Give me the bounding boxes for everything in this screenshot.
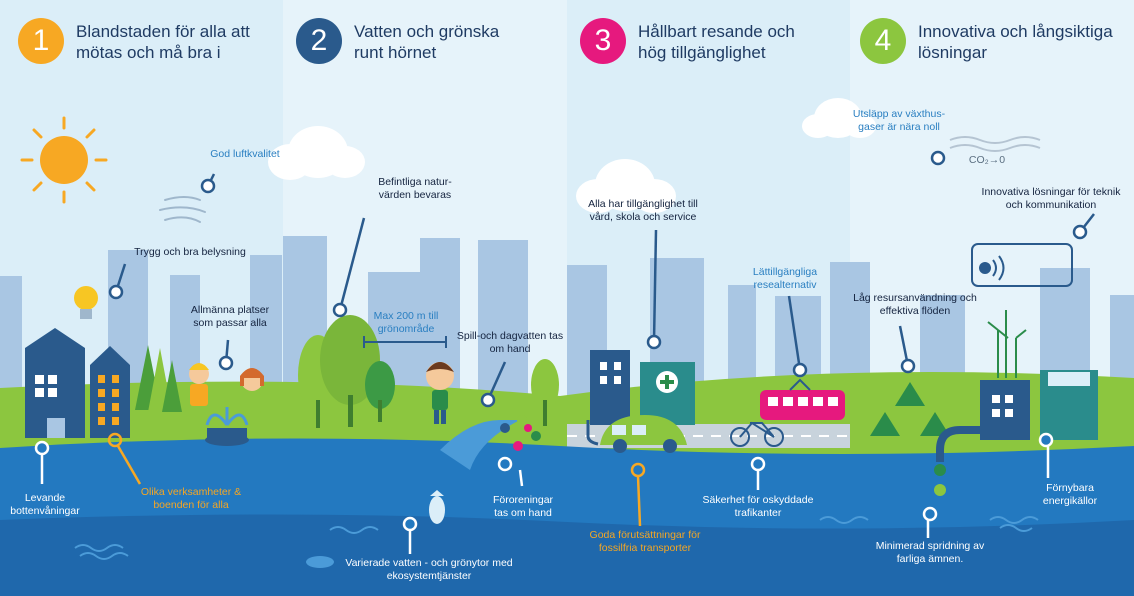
hospital-building — [590, 350, 695, 425]
factory — [980, 370, 1098, 440]
children — [189, 363, 264, 414]
label-verksamheter: Olika verksamheter & boenden för alla — [140, 486, 242, 511]
label-co2: CO₂→0 — [968, 154, 1006, 166]
fish-icon — [306, 490, 445, 568]
grass — [0, 372, 1134, 460]
distance-marker — [363, 336, 447, 348]
callout-pointers-orange — [107, 432, 646, 527]
cloud-icon — [268, 98, 876, 213]
section-1-title: Blandstaden för alla att mötas och må br… — [76, 22, 250, 62]
label-tillganglighet: Alla har tillgänglighet till vård, skola… — [588, 198, 698, 223]
bicycle — [730, 421, 784, 447]
tram — [760, 378, 845, 420]
pipe — [934, 426, 1000, 496]
section-1-number: 1 — [18, 18, 64, 64]
plus-icon — [660, 375, 674, 389]
label-resurs: Låg resursanvändning och effektiva flöde… — [853, 292, 977, 317]
section-2-number: 2 — [296, 18, 342, 64]
label-gronomrade: Max 200 m till grönområde — [373, 310, 439, 335]
recycle-icon — [870, 382, 950, 436]
label-luftkvalitet: God luftkvalitet — [210, 148, 280, 160]
callout-pointers — [108, 173, 1095, 408]
wifi-icon — [971, 243, 1073, 287]
water-deep — [0, 514, 1134, 596]
wind-icon — [159, 196, 206, 223]
section-1-header: 1 Blandstaden för alla att mötas och må … — [18, 18, 280, 78]
pine-trees — [135, 345, 182, 412]
label-utslapp: Utsläpp av växthus-gaser är nära noll — [852, 108, 946, 133]
co2-wave-icon — [949, 136, 1041, 152]
label-sakerhet: Säkerhet för oskyddade trafikanter — [702, 494, 814, 519]
label-naturvarden: Befintliga natur-värden bevaras — [378, 176, 452, 201]
section-3-header: 3 Hållbart resande och hög tillgänglighe… — [580, 18, 842, 78]
callout-pointers-white — [34, 150, 1054, 554]
sun-icon — [20, 116, 108, 204]
label-bottenvaningar: Levande bottenvåningar — [10, 492, 80, 517]
section-4-number: 4 — [860, 18, 906, 64]
label-vattengront: Varierade vatten - och grönytor med ekos… — [345, 557, 513, 582]
label-fossilfria: Goda förutsättningar för fossilfria tran… — [589, 529, 701, 554]
section-3-number: 3 — [580, 18, 626, 64]
boy — [426, 362, 454, 424]
section-3-title: Hållbart resande och hög tillgänglighet — [638, 22, 795, 62]
house-right — [90, 346, 130, 438]
label-innovativa: Innovativa lösningar för teknik och komm… — [981, 186, 1121, 211]
label-fororeningar: Föroreningar tas om hand — [492, 494, 554, 519]
label-resealternativ: Lättillgängliga resealternativ — [752, 266, 818, 291]
section-4-header: 4 Innovativa och långsiktiga lösningar — [860, 18, 1122, 78]
section-2-header: 2 Vatten och grönska runt hörnet — [296, 18, 558, 78]
electric-car — [586, 415, 687, 453]
house-left — [25, 328, 85, 438]
wave-icon — [74, 516, 1039, 560]
label-minimerad: Minimerad spridning av farliga ämnen. — [875, 540, 985, 565]
river — [440, 420, 520, 470]
fountain — [205, 407, 249, 446]
section-2-title: Vatten och grönska runt hörnet — [354, 22, 500, 62]
section-4-title: Innovativa och långsiktiga lösningar — [918, 22, 1113, 62]
lightbulb-icon — [74, 286, 98, 319]
label-platser: Allmänna platser som passar alla — [190, 304, 270, 329]
flowers — [500, 415, 541, 451]
wind-turbines — [987, 310, 1027, 378]
label-belysning: Trygg och bra belysning — [134, 246, 246, 258]
label-dagvatten: Spill-och dagvatten tas om hand — [456, 330, 564, 355]
label-fornybara: Förnybara energikällor — [1042, 482, 1098, 507]
